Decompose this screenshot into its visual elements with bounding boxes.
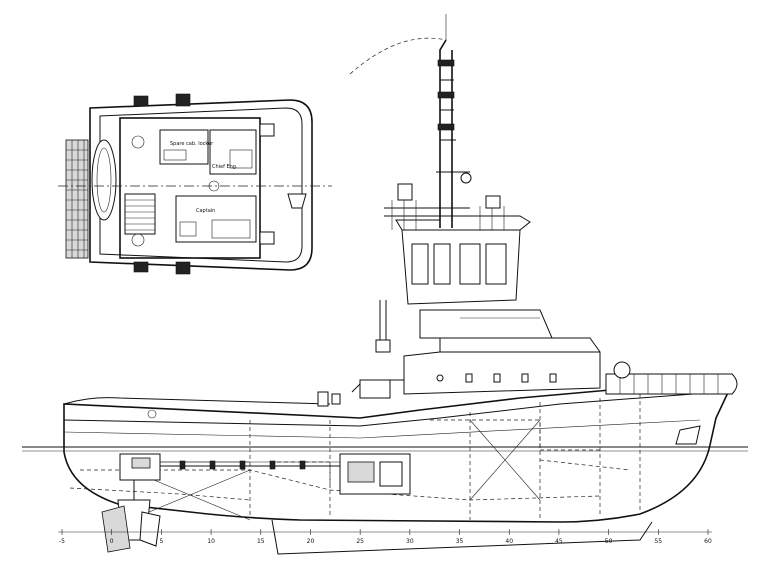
cabin-spare: [159, 129, 209, 165]
stern-fender: [65, 139, 89, 259]
upper-deckhouse: [419, 309, 553, 339]
frame-number-label: 5: [159, 538, 163, 545]
bow-fender: [605, 361, 738, 395]
stairwell: [124, 193, 156, 235]
cabin-captain: [175, 195, 257, 243]
wheelhouse-windows: [411, 243, 507, 285]
frame-number-label: -5: [59, 538, 65, 545]
room-label-spare-locker: Spare cab. locker: [170, 141, 214, 147]
hull-outline: [63, 383, 734, 523]
frame-number-label: 15: [257, 538, 265, 545]
frame-number-label: 20: [307, 538, 315, 545]
anchor-pocket: [675, 425, 701, 445]
frame-number-label: 60: [704, 538, 712, 545]
propeller-thruster: [101, 480, 161, 553]
mast: [436, 14, 472, 228]
deck-outline: [89, 99, 313, 271]
frame-number-label: 30: [406, 538, 414, 545]
frame-number-label: 55: [654, 538, 662, 545]
hull-sheer-line: [63, 419, 701, 439]
side-profile-view: -5 0 5 10 15 20 25 30 35 40 45 50 55 60: [22, 14, 748, 555]
frame-number-label: 50: [605, 538, 613, 545]
keel-skeg: [271, 519, 653, 555]
frame-scale: -5 0 5 10 15 20 25 30 35 40 45 50 55 60: [59, 529, 712, 545]
radar-arc: [349, 37, 447, 75]
stair-treads: [125, 199, 155, 231]
frame-number-label: 45: [555, 538, 563, 545]
room-label-captain: Captain: [196, 208, 215, 214]
frame-number-label: 35: [456, 538, 464, 545]
main-deckhouse: [403, 351, 601, 395]
cabin-chief-eng: [209, 129, 257, 175]
fender-hatching: [66, 140, 88, 258]
frame-number-label: 10: [207, 538, 215, 545]
hull-bulwark-line: [63, 391, 721, 427]
rescue-boat: [91, 139, 117, 221]
deck-inner-outline: [99, 107, 303, 263]
stern-deck-bollards: [317, 391, 341, 407]
frame-number-label: 25: [356, 538, 364, 545]
room-label-chief-eng: Chief Eng.: [212, 164, 238, 170]
propulsion-machinery: [119, 453, 411, 495]
bridge-railing: [384, 183, 505, 230]
frame-number-label: 40: [505, 538, 513, 545]
deck-bollards: [133, 93, 275, 275]
bow-fairlead: [287, 193, 307, 209]
aft-crane: [351, 300, 404, 399]
frame-number-label: 0: [110, 538, 114, 545]
deck-plan-view: Spare cab. locker Chief Eng. Captain: [58, 93, 332, 275]
deckhouse-outline: [119, 117, 261, 259]
